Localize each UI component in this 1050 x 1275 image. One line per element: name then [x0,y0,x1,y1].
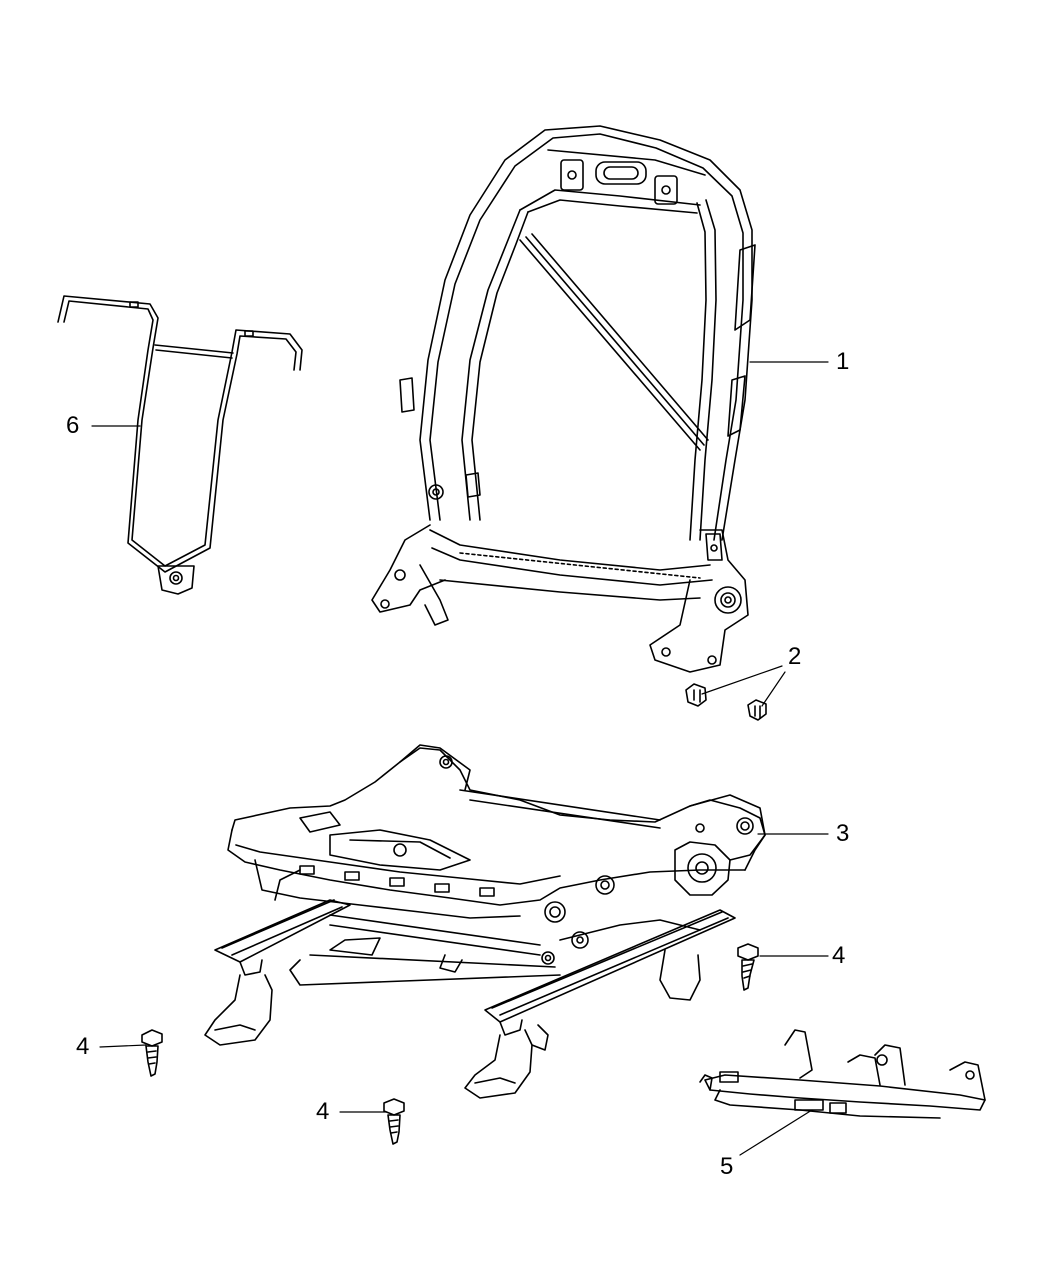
callout-4-left: 4 [76,1033,90,1060]
part-4-bolts [142,944,758,1144]
callout-6: 6 [66,412,80,439]
part-5-harness [700,1030,985,1118]
callout-4-right: 4 [832,942,846,969]
callout-2: 2 [788,643,802,670]
callout-1: 1 [836,348,850,375]
callout-5: 5 [720,1153,734,1180]
part-2-bolts [686,684,766,720]
part-1-backrest-frame [372,126,755,672]
part-6-backrest-wire [58,296,302,594]
part-3-cushion-frame [205,745,765,1098]
callout-3: 3 [836,820,850,847]
callout-4-center: 4 [316,1098,330,1125]
leader-lines [92,362,828,1155]
